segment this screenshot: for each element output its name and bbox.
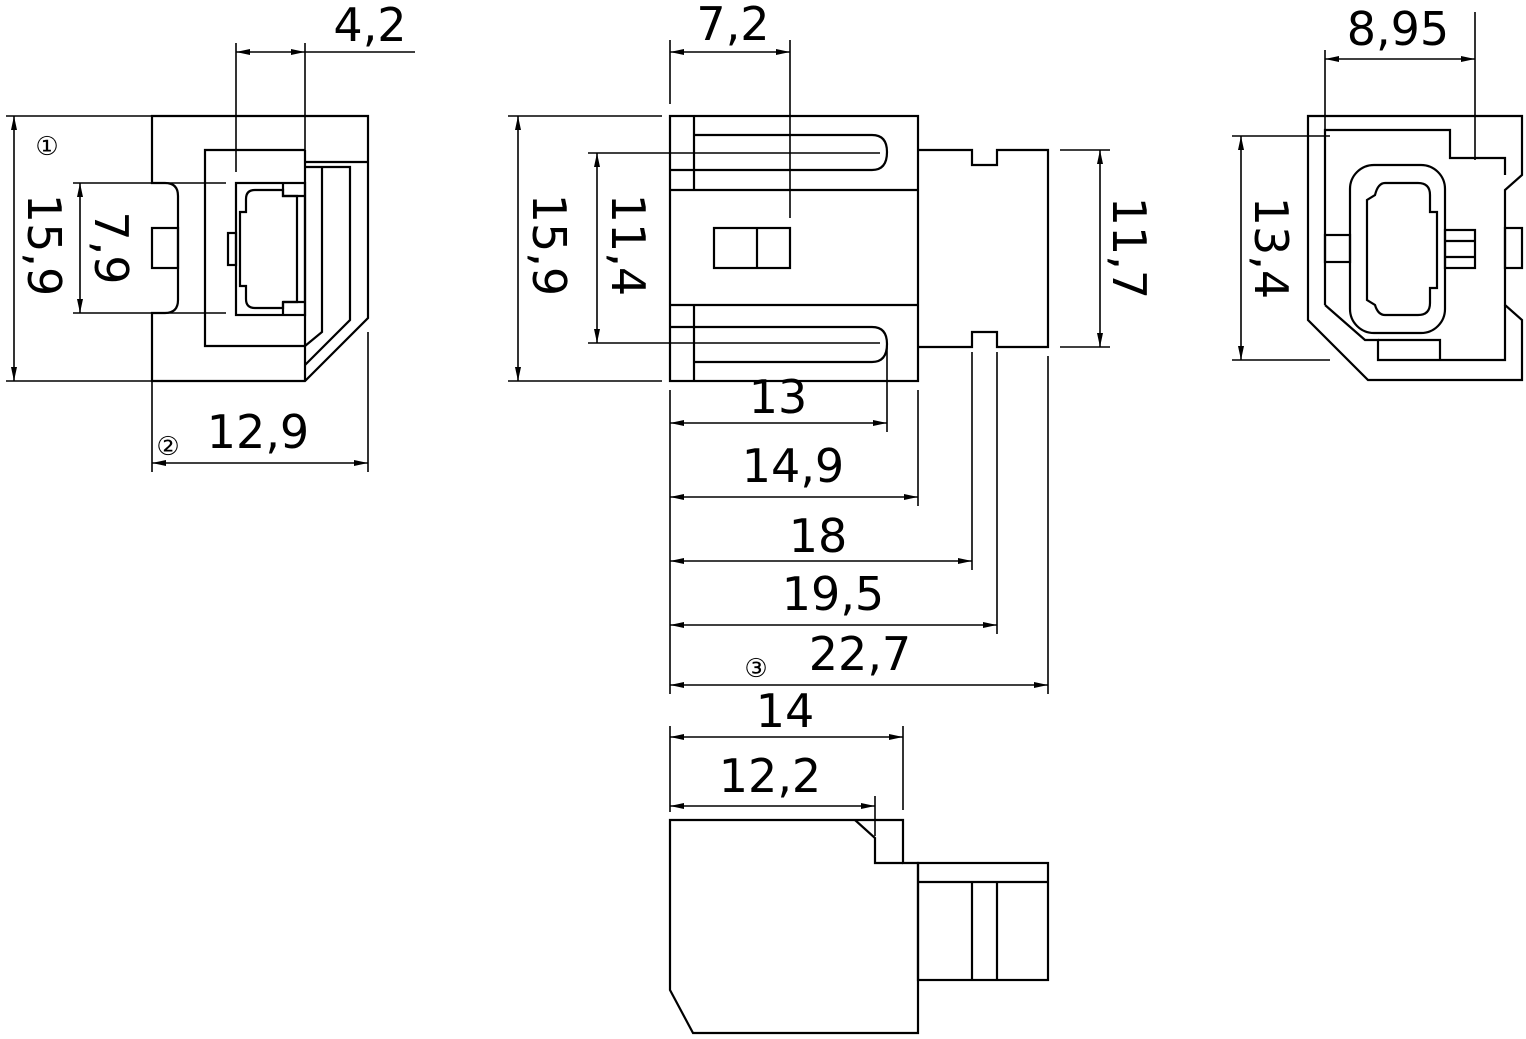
view-marker-label: ①: [35, 132, 58, 162]
end-view-side-tab: [1503, 226, 1524, 270]
dimension-front-body-length: 14,9: [670, 390, 919, 506]
front-view-body: [668, 114, 920, 383]
side-view-connector-cavity: [238, 188, 299, 310]
dimension-label: 11,4: [601, 194, 655, 296]
dimension-label: 7,2: [696, 0, 769, 51]
dimension-bottom-top-length: 14: [670, 684, 904, 810]
front-view-plug: [918, 148, 1050, 349]
dimension-front-slot-length: 13: [670, 345, 888, 432]
end-view-inner-step: [1378, 338, 1442, 360]
front-view-lower-slot: [694, 325, 889, 364]
dimension-label: 11,7: [1102, 197, 1156, 299]
dimension-front-tab-width: 7,2: [669, 0, 791, 218]
end-view-right-key: [1443, 228, 1477, 270]
dimension-front-height: 15,9: [508, 115, 662, 382]
end-view-inner-bottom: [1324, 304, 1507, 362]
dimension-end-opening-height: 13,4: [1232, 135, 1330, 361]
dimension-end-opening-width: 8,95: [1324, 2, 1476, 160]
dimension-side-width-top: 4,2: [235, 0, 415, 172]
dimension-label: 7,9: [84, 211, 138, 284]
view-marker-2: ②: [156, 432, 179, 462]
side-view-housing-key: [226, 231, 238, 267]
side-view-latch-tab: [150, 226, 180, 270]
end-view-inner-top: [1323, 128, 1507, 305]
end-view: [1306, 114, 1524, 382]
dimension-bottom-step-length: 12,2: [670, 749, 876, 836]
side-view-cavity-notches: [281, 183, 305, 315]
dimension-label: 4,2: [333, 0, 406, 52]
bottom-view: [668, 818, 1050, 1035]
end-view-connector-cavity: [1365, 181, 1439, 317]
end-view-outline: [1306, 114, 1524, 382]
dimension-front-notch-start: 18: [670, 352, 973, 570]
side-view-inner-frame: [203, 148, 305, 348]
dimension-label: 18: [789, 509, 848, 563]
dimension-label: 13,4: [1244, 197, 1298, 299]
dimension-label: 12,2: [719, 749, 821, 803]
front-view-upper-slot: [694, 133, 889, 172]
dimension-label: 15,9: [522, 194, 576, 296]
dimension-label: 22,7: [809, 627, 911, 681]
view-marker-3: ③: [744, 654, 767, 684]
dimension-front-notch-end: 19,5: [670, 352, 998, 634]
dimension-label: 14,9: [742, 439, 844, 493]
bottom-view-plug-notch: [970, 882, 999, 980]
dimension-label: 12,9: [207, 405, 309, 459]
dimension-side-depth: 12,9: [151, 332, 369, 472]
view-marker-1: ①: [35, 132, 58, 162]
dimension-front-plug-height: 11,7: [1060, 149, 1156, 348]
dimension-label: 15,9: [17, 194, 71, 296]
view-marker-label: ②: [156, 432, 179, 462]
dimension-side-opening-height: 7,9: [73, 182, 226, 314]
bottom-view-plug: [916, 861, 1050, 982]
bottom-view-step: [854, 819, 903, 865]
side-view-inner-bracket: [304, 167, 324, 347]
side-view-outer-bracket: [304, 165, 352, 366]
dimension-label: 8,95: [1347, 2, 1449, 56]
end-view-left-key: [1323, 233, 1352, 264]
dimension-label: 13: [749, 370, 808, 424]
dimension-side-height: 15,9: [6, 115, 152, 382]
front-view-window: [712, 226, 792, 270]
end-view-key-lines: [1445, 239, 1475, 259]
dimension-front-overall-length: 22,7: [670, 356, 1049, 694]
dimension-label: 19,5: [782, 567, 884, 621]
view-marker-label: ③: [744, 654, 767, 684]
dimension-label: 14: [756, 684, 815, 738]
dimension-front-slot-span: 11,4: [588, 152, 880, 344]
